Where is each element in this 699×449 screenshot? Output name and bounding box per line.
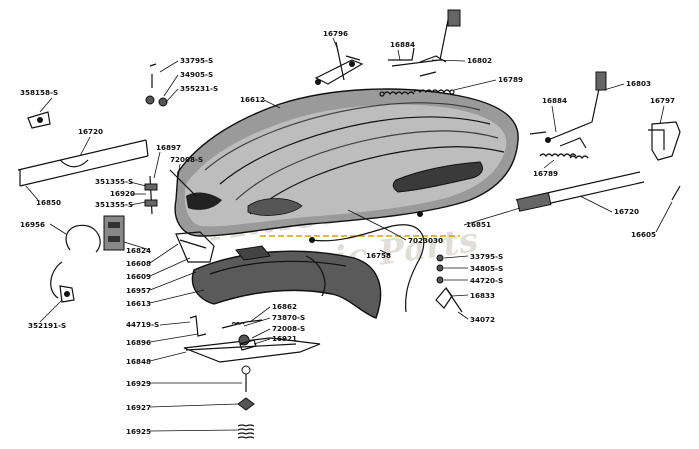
bracket-16797 [648,121,681,161]
part-label-16824: 16824 [126,246,151,255]
part-label-358158: 358158-S [20,88,58,97]
part-label-16848: 16848 [126,357,151,366]
catch-44719 [189,315,207,337]
part-label-16920: 16920 [110,189,135,198]
part-label-44719: 44719-S [126,320,159,329]
part-label-16957: 16957 [126,286,151,295]
part-label-16897: 16897 [156,143,181,152]
part-label-16612: 16612 [240,95,265,104]
bumper-358158 [27,111,51,129]
part-label-33795-top: 33795-S [180,56,213,65]
part-label-16720-right: 16720 [614,207,639,216]
part-label-355231: 355231-S [180,84,218,93]
part-label-352191: 352191-S [28,321,66,330]
part-label-16789-right: 16789 [533,169,558,178]
hinge-linkage-right [529,71,607,149]
part-label-16613: 16613 [126,299,151,308]
part-label-73870: 73870-S [272,313,305,322]
part-label-16789-top: 16789 [498,75,523,84]
part-label-72008-top: 72008-S [170,155,203,164]
part-label-16921: 16921 [272,334,297,343]
latch-bar-16848 [183,334,321,363]
part-label-16758: 16758 [366,251,391,260]
spring-16789-right [539,153,589,159]
rod-16897-bolts [144,169,197,215]
part-label-34905: 34905-S [180,70,213,79]
part-label-16851: 16851 [466,220,491,229]
part-label-34805: 34805-S [470,264,503,273]
small-parts-16862 [221,319,263,351]
part-label-16720-left: 16720 [78,127,103,136]
part-label-33795-right: 33795-S [470,252,503,261]
part-label-16797: 16797 [650,96,675,105]
part-label-34072: 34072 [470,315,495,324]
part-label-72008-bottom: 72008-S [272,324,305,333]
part-label-44720: 44720-S [470,276,503,285]
part-label-16802: 16802 [467,56,492,65]
part-label-16796: 16796 [323,29,348,38]
part-label-16884-right: 16884 [542,96,567,105]
part-label-16609: 16609 [126,272,151,281]
part-label-16605: 16605 [631,230,656,239]
latch-panel-16613 [191,245,382,319]
part-label-16608: 16608 [126,259,151,268]
hinge-rod-16720-right [515,171,645,212]
part-label-16850: 16850 [36,198,61,207]
hinge-linkage-left [314,9,461,85]
clip-352191 [59,285,75,303]
part-label-351355-2: 351355-S [95,200,133,209]
part-label-351355-1: 351355-S [95,177,133,186]
part-label-16862: 16862 [272,302,297,311]
safety-stack [237,365,255,439]
bracket-16833 [435,287,463,313]
part-label-16896: 16896 [126,338,151,347]
part-labels: 16796 16884 16802 16789 16803 16797 1688… [20,29,675,436]
cable-16758 [309,211,425,313]
part-label-16833: 16833 [470,291,495,300]
spring-16789-top [379,89,455,97]
part-label-16803: 16803 [626,79,651,88]
part-label-16927: 16927 [126,403,151,412]
hinge-rod-16720-left [17,139,149,187]
fasteners-right [436,254,444,284]
part-label-16925: 16925 [126,427,151,436]
lock-assembly-16956 [50,215,215,299]
part-label-7023030: 7023030 [408,236,443,245]
fastener-stack-33795 [145,63,168,107]
leader-lines [25,37,673,432]
part-label-16929: 16929 [126,379,151,388]
part-label-16884-top: 16884 [390,40,415,49]
hood-panel [174,88,519,237]
clip-16605 [671,185,681,201]
part-label-16956: 16956 [20,220,45,229]
